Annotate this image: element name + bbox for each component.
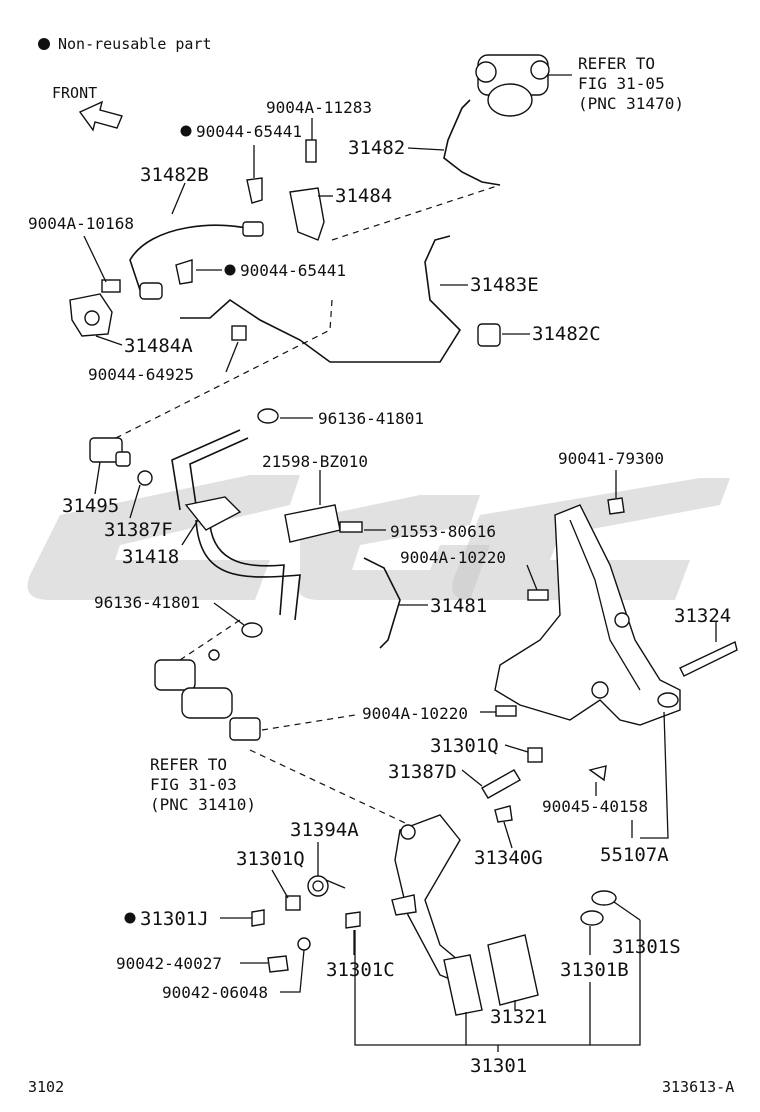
label-31387F: 31387F bbox=[104, 519, 173, 541]
label-31483E: 31483E bbox=[470, 274, 539, 296]
clip-icon bbox=[231, 325, 247, 341]
label-9004A-11283: 9004A-11283 bbox=[266, 98, 372, 117]
bullet-icon bbox=[38, 38, 50, 50]
nut-icon bbox=[251, 909, 265, 927]
bolt-icon bbox=[527, 589, 549, 601]
footer-right: 313613-A bbox=[662, 1078, 734, 1096]
bolt-icon bbox=[267, 955, 289, 973]
label-91553-80616: 91553-80616 bbox=[390, 522, 496, 541]
label-90044-64925: 90044-64925 bbox=[88, 365, 194, 384]
label-31301B: 31301B bbox=[560, 959, 629, 981]
bolt-icon bbox=[495, 705, 517, 717]
pipe-31482-icon bbox=[443, 99, 501, 186]
flange-icon bbox=[184, 496, 242, 531]
label-96136-41801-b: 96136-41801 bbox=[94, 593, 200, 612]
hose-31482B-icon bbox=[129, 224, 263, 291]
refer-top-line3: (PNC 31470) bbox=[578, 94, 684, 113]
reservoir-31495-icon bbox=[89, 437, 131, 467]
bushing-icon bbox=[527, 747, 543, 763]
clip-icon bbox=[588, 765, 607, 782]
label-31301J: 31301J bbox=[140, 908, 209, 930]
legend-text: Non-reusable part bbox=[58, 35, 212, 53]
pipe-31481-icon bbox=[363, 557, 401, 649]
pedal-pad-icon bbox=[487, 934, 539, 1006]
label-31482B: 31482B bbox=[140, 164, 209, 186]
label-31301C: 31301C bbox=[326, 959, 395, 981]
label-31324: 31324 bbox=[674, 605, 731, 627]
clutch-pedal-icon bbox=[391, 814, 483, 1016]
hose-31418-icon bbox=[171, 429, 249, 511]
bolt-icon bbox=[339, 521, 363, 533]
label-9004A-10220-a: 9004A-10220 bbox=[400, 548, 506, 567]
label-90045-40158: 90045-40158 bbox=[542, 797, 648, 816]
master-cylinder-icon bbox=[475, 54, 572, 117]
label-9004A-10220-b: 9004A-10220 bbox=[362, 704, 468, 723]
bracket-31484-icon bbox=[289, 187, 325, 241]
refer-top-line2: FIG 31-05 bbox=[578, 74, 665, 93]
label-31321: 31321 bbox=[490, 1006, 547, 1028]
stopper-icon bbox=[494, 805, 513, 823]
refer-top-line1: REFER TO bbox=[578, 54, 655, 73]
label-31394A: 31394A bbox=[290, 819, 359, 841]
label-31482: 31482 bbox=[348, 137, 405, 159]
label-90041-79300: 90041-79300 bbox=[558, 449, 664, 468]
label-31484: 31484 bbox=[335, 185, 392, 207]
refer-left-line3: (PNC 31410) bbox=[150, 795, 256, 814]
clutch-cylinder-icon bbox=[154, 649, 261, 741]
label-31387D: 31387D bbox=[388, 761, 457, 783]
label-90042-06048: 90042-06048 bbox=[162, 983, 268, 1002]
cap-icon bbox=[591, 890, 617, 906]
front-label: FRONT bbox=[52, 84, 97, 102]
clip-icon bbox=[246, 177, 263, 204]
label-31484A: 31484A bbox=[124, 335, 193, 357]
refer-left-line2: FIG 31-03 bbox=[150, 775, 237, 794]
front-arrow-icon bbox=[78, 100, 123, 132]
label-9004A-10168: 9004A-10168 bbox=[28, 214, 134, 233]
label-90042-40027: 90042-40027 bbox=[116, 954, 222, 973]
nut-icon bbox=[607, 497, 625, 515]
oring-icon bbox=[137, 470, 153, 486]
clamp-icon bbox=[477, 323, 501, 347]
bushing-icon bbox=[285, 895, 301, 911]
bushing-icon bbox=[345, 911, 361, 929]
pin-icon bbox=[481, 769, 521, 799]
label-31495: 31495 bbox=[62, 495, 119, 517]
label-96136-41801-a: 96136-41801 bbox=[318, 409, 424, 428]
label-90044-65441-b: 90044-65441 bbox=[240, 261, 346, 280]
label-90044-65441-a: 90044-65441 bbox=[196, 122, 302, 141]
label-31301Q-top: 31301Q bbox=[430, 735, 499, 757]
hose-clamp-icon bbox=[241, 622, 263, 638]
label-31301Q-low: 31301Q bbox=[236, 848, 305, 870]
footer-left: 3102 bbox=[28, 1078, 64, 1096]
hose-clamp-icon bbox=[257, 408, 279, 424]
refer-left-line1: REFER TO bbox=[150, 755, 227, 774]
bolt-icon bbox=[305, 139, 317, 163]
washer-icon bbox=[297, 937, 311, 951]
cap-icon bbox=[580, 910, 604, 926]
clip-icon bbox=[175, 259, 193, 285]
label-31481: 31481 bbox=[430, 595, 487, 617]
spring-icon bbox=[307, 875, 346, 897]
hose-31418-lower-icon bbox=[195, 519, 301, 621]
label-21598-BZ010: 21598-BZ010 bbox=[262, 452, 368, 471]
bolt-icon bbox=[679, 641, 738, 677]
label-55107A: 55107A bbox=[600, 844, 669, 866]
label-31418: 31418 bbox=[122, 546, 179, 568]
label-31301S: 31301S bbox=[612, 936, 681, 958]
label-31482C: 31482C bbox=[532, 323, 601, 345]
bolt-icon bbox=[101, 279, 121, 293]
pedal-bracket-icon bbox=[494, 504, 681, 726]
pipe-31483E-icon bbox=[180, 235, 462, 363]
label-31301: 31301 bbox=[470, 1055, 527, 1077]
label-31340G: 31340G bbox=[474, 847, 543, 869]
